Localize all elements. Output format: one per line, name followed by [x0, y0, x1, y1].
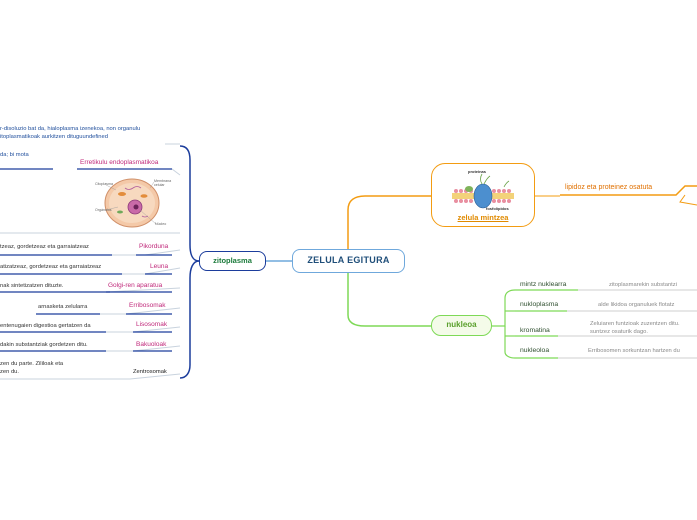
cell-illustration: Citoplasma Membrana celular Orgánulos Nú…: [92, 174, 174, 232]
nukloplasma-desc: alde likidoa organuluek flotatz: [598, 302, 675, 308]
topic-nukloplasma[interactable]: nukloplasma: [520, 301, 559, 308]
zelula-mintzea-node[interactable]: proteinas fosfolípidos zelula mintzea: [431, 163, 535, 227]
kromatina-desc-line1: Zeluiaren funtzioak zuzentzen ditu.: [590, 321, 680, 327]
zitoplasma-intro-line2: itoplasmatikoak aurkitzen dituguundefine…: [0, 134, 108, 140]
topic-bakuoloak[interactable]: Bakuoloak: [136, 341, 167, 348]
nukleoa-node[interactable]: nukleoa: [431, 315, 492, 336]
bakuoloak-desc: dakin substantziak gordetzen ditu.: [0, 342, 88, 348]
zitoplasma-intro-line3: da; bi mota: [0, 152, 29, 158]
topic-pikorduna[interactable]: Pikorduna: [139, 243, 169, 250]
central-topic-label: ZELULA EGITURA: [307, 255, 390, 265]
nukleoloa-desc: Erribosomen sorkuntzan hartzen du: [588, 348, 680, 354]
zitoplasma-intro-line1: r-disoluzio bat da, hialoplasma izenekoa…: [0, 126, 141, 132]
topic-erretikulu[interactable]: Erretikulu endoplasmatikoa: [80, 159, 159, 166]
leuna-desc: atizatzeaz, gordetzeaz eta garraiatzeaz: [0, 264, 102, 270]
topic-leuna[interactable]: Leuna: [150, 263, 169, 270]
topic-golgi[interactable]: Golgi-ren aparatua: [108, 282, 163, 289]
pikorduna-desc: tzeaz, gordetzeaz eta garraiatzeaz: [0, 244, 89, 250]
topic-lisosomak[interactable]: Lisosomak: [136, 321, 168, 328]
lisosomak-desc: entenugaien digestioa gertatzen da: [0, 323, 91, 329]
central-topic[interactable]: ZELULA EGITURA: [292, 249, 405, 273]
zelula-mintzea-label: zelula mintzea: [457, 213, 509, 222]
cell-label-nucleo: Núcleo: [155, 222, 167, 226]
mintz-nuklearra-desc: zitoplasmarekin substantzi: [609, 282, 677, 288]
cell-label-citoplasma: Citoplasma: [95, 182, 113, 186]
membrane-illustration: [452, 173, 514, 209]
cell-label-membrana: Membrana celular: [154, 179, 172, 188]
nukleoa-label: nukleoa: [446, 320, 477, 329]
zitoplasma-node[interactable]: zitoplasma: [199, 251, 266, 271]
topic-zentrosomak[interactable]: Zentrosomak: [133, 369, 167, 375]
topic-nukleoloa[interactable]: nukleoloa: [520, 347, 550, 354]
membrane-label-fosfolipidos: fosfolípidos: [486, 206, 509, 211]
cell-diagram-image: [104, 178, 160, 228]
topic-mintz-nuklearra[interactable]: mintz nuklearra: [520, 281, 567, 288]
zentrosomak-desc-line1: zen du parte. Zililoak eta: [0, 361, 64, 367]
zelula-mintzea-desc[interactable]: lipidoz eta proteinez osatuta: [565, 184, 653, 191]
cell-label-organulos: Orgánulos: [95, 208, 112, 212]
topic-kromatina[interactable]: kromatina: [520, 327, 550, 334]
zentrosomak-desc-line2: zen du.: [0, 369, 20, 375]
membrane-label-proteinas: proteinas: [468, 169, 487, 174]
erribosomak-desc: arnasketa zelularra: [38, 304, 88, 310]
kromatina-desc-line2: suntzez osaturik dago.: [590, 329, 649, 335]
zitoplasma-label: zitoplasma: [213, 256, 252, 265]
topic-erribosomak[interactable]: Erribosomak: [129, 302, 166, 309]
golgi-desc: nak sintetizatzen dituzte.: [0, 283, 64, 289]
